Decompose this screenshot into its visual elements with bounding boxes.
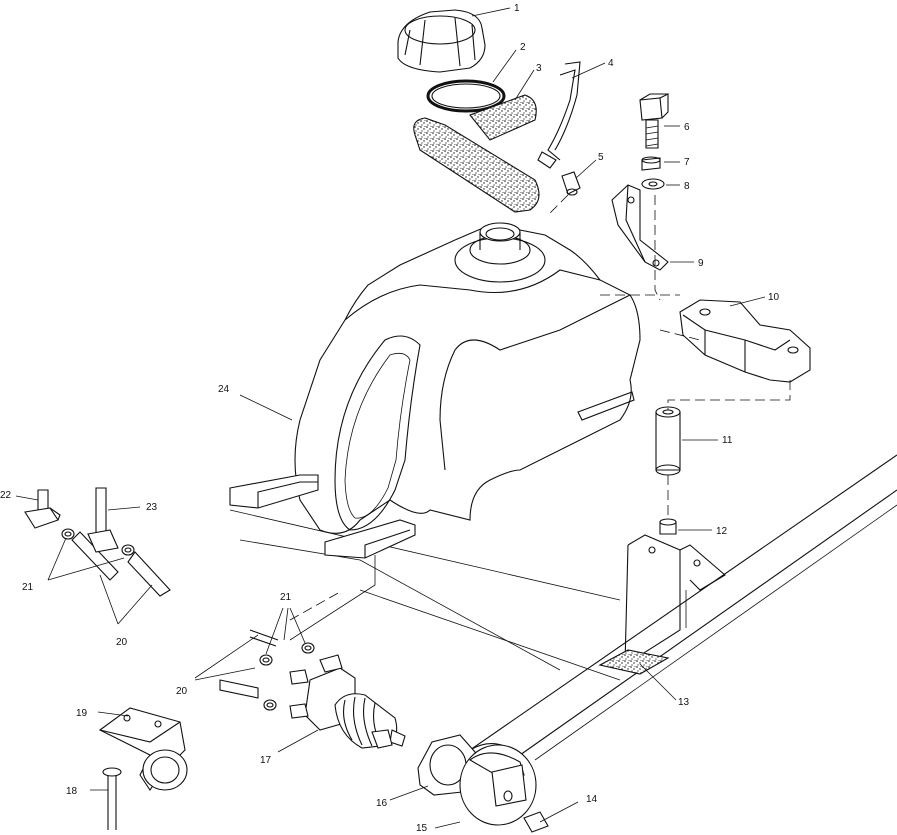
vent-fitting (561, 171, 581, 196)
callout-numbers: 1 2 3 4 5 6 7 8 9 10 11 12 13 14 15 16 1… (0, 3, 780, 834)
bushing (659, 518, 677, 535)
callout-10: 10 (768, 292, 780, 303)
callout-5: 5 (598, 152, 604, 163)
mounting-block (679, 299, 811, 383)
rivet (102, 767, 122, 830)
callout-19: 19 (76, 708, 88, 719)
spacer-tube (655, 406, 681, 476)
callout-18: 18 (66, 786, 78, 797)
callout-24: 24 (218, 384, 230, 395)
vent-hose (537, 61, 581, 169)
callout-12: 12 (716, 526, 728, 537)
elbow-fitting (24, 489, 61, 529)
washer (641, 178, 665, 190)
callout-21b: 21 (22, 582, 34, 593)
callout-13: 13 (678, 697, 690, 708)
hose-clamps (61, 528, 315, 711)
end-cap (459, 744, 537, 826)
callout-17: 17 (260, 755, 272, 766)
callout-20b: 20 (116, 637, 128, 648)
callout-4: 4 (608, 58, 614, 69)
callout-7: 7 (684, 157, 690, 168)
fuel-hoses (71, 531, 279, 699)
callout-20a: 20 (176, 686, 188, 697)
fuel-tank (229, 222, 641, 559)
callout-16: 16 (376, 798, 388, 809)
callout-14: 14 (586, 794, 598, 805)
callout-21a: 21 (280, 592, 292, 603)
callout-2: 2 (520, 42, 526, 53)
fuel-cap (397, 9, 486, 73)
callout-3: 3 (536, 63, 542, 74)
callout-1: 1 (514, 3, 520, 14)
nut (641, 156, 661, 171)
callout-23: 23 (146, 502, 158, 513)
assembly-guides (289, 194, 791, 621)
fuel-pump (289, 654, 406, 749)
filter-foam (413, 94, 540, 213)
tee-fitting (87, 487, 119, 553)
callout-8: 8 (684, 181, 690, 192)
callout-15: 15 (416, 823, 428, 834)
pump-bracket (98, 707, 188, 791)
callout-22: 22 (0, 490, 12, 501)
tank-bracket (611, 184, 669, 271)
cap-gasket (426, 79, 506, 113)
screw (523, 811, 549, 833)
leader-lines (15, 7, 766, 829)
callout-11: 11 (722, 435, 733, 446)
callout-6: 6 (684, 122, 690, 133)
callout-9: 9 (698, 258, 704, 269)
bolt (639, 93, 669, 149)
reference-lines (229, 509, 621, 681)
frame-rail (469, 454, 897, 790)
